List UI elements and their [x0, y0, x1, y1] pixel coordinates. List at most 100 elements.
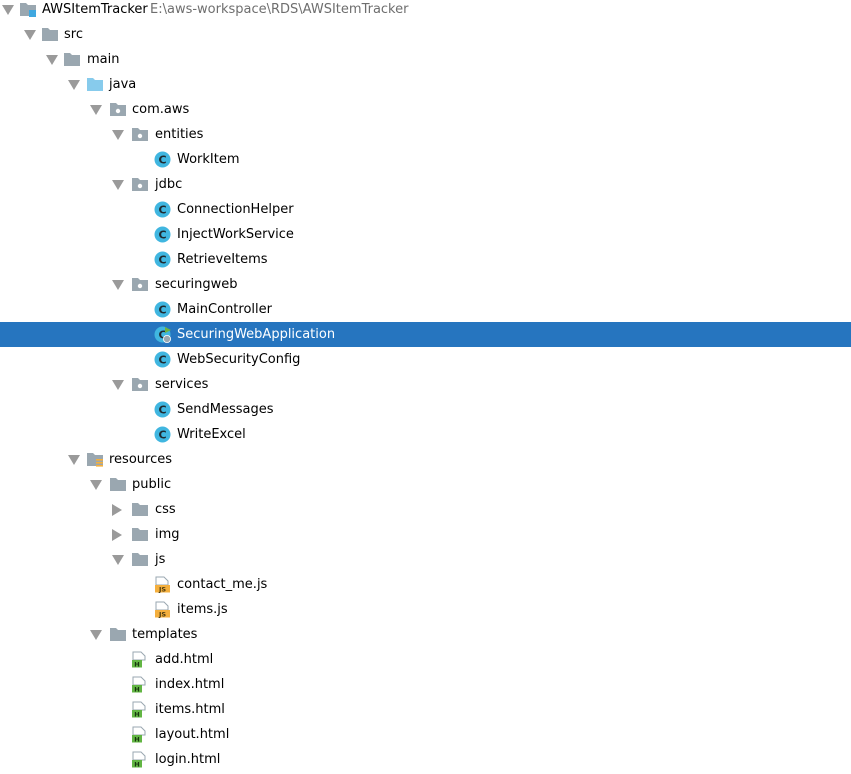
folder-icon: [131, 551, 149, 568]
svg-text:C: C: [158, 354, 166, 367]
resources-folder-icon: [86, 451, 104, 468]
expand-arrow-icon[interactable]: [2, 5, 14, 15]
tree-node[interactable]: C InjectWorkService: [0, 222, 851, 247]
collapse-arrow-icon[interactable]: [46, 55, 58, 65]
tree-node[interactable]: main: [0, 47, 851, 72]
collapse-arrow-icon[interactable]: [112, 280, 124, 290]
svg-text:C: C: [158, 404, 166, 417]
tree-node[interactable]: img: [0, 522, 851, 547]
tree-node[interactable]: js: [0, 547, 851, 572]
tree-node-label: services: [155, 377, 209, 392]
tree-node-label: SecuringWebApplication: [177, 327, 336, 342]
tree-node[interactable]: securingweb: [0, 272, 851, 297]
tree-node[interactable]: css: [0, 497, 851, 522]
expand-arrow-icon[interactable]: [112, 529, 122, 541]
project-module-icon: [19, 1, 37, 18]
collapse-arrow-icon[interactable]: [112, 130, 124, 140]
svg-text:H: H: [134, 685, 139, 693]
java-class-icon: C: [154, 251, 172, 268]
folder-icon: [41, 26, 59, 43]
collapse-arrow-icon[interactable]: [68, 80, 80, 90]
spring-boot-class-icon: C: [154, 326, 172, 343]
tree-node-label: jdbc: [155, 177, 183, 192]
folder-icon: [131, 526, 149, 543]
tree-node-label: index.html: [155, 677, 225, 692]
tree-node[interactable]: public: [0, 472, 851, 497]
tree-node-label: WorkItem: [177, 152, 240, 167]
tree-node-label: add.html: [155, 652, 214, 667]
tree-node-label: layout.html: [155, 727, 230, 742]
tree-node[interactable]: C WorkItem: [0, 147, 851, 172]
collapse-arrow-icon[interactable]: [112, 180, 124, 190]
tree-node[interactable]: resources: [0, 447, 851, 472]
svg-text:C: C: [158, 304, 166, 317]
tree-node[interactable]: C SecuringWebApplication: [0, 322, 851, 347]
java-class-icon: C: [154, 401, 172, 418]
tree-node-label: MainController: [177, 302, 272, 317]
collapse-arrow-icon[interactable]: [24, 30, 36, 40]
tree-node-label: InjectWorkService: [177, 227, 294, 242]
tree-node-label: templates: [132, 627, 198, 642]
collapse-arrow-icon[interactable]: [90, 630, 102, 640]
collapse-arrow-icon[interactable]: [112, 380, 124, 390]
collapse-arrow-icon[interactable]: [90, 480, 102, 490]
svg-text:H: H: [134, 760, 139, 768]
tree-node[interactable]: services: [0, 372, 851, 397]
java-class-icon: C: [154, 301, 172, 318]
tree-node-label: securingweb: [155, 277, 238, 292]
html-file-icon: H: [131, 651, 149, 668]
package-icon: [131, 276, 149, 293]
html-file-icon: H: [131, 676, 149, 693]
tree-node-label: resources: [109, 452, 173, 467]
svg-text:H: H: [134, 660, 139, 668]
tree-node-label: items.js: [177, 602, 228, 617]
html-file-icon: H: [131, 701, 149, 718]
svg-text:C: C: [158, 254, 166, 267]
tree-node-label: RetrieveItems: [177, 252, 268, 267]
tree-node[interactable]: templates: [0, 622, 851, 647]
tree-node[interactable]: java: [0, 72, 851, 97]
svg-text:JS: JS: [158, 585, 166, 593]
tree-node-project-root[interactable]: AWSItemTracker E:\aws-workspace\RDS\AWSI…: [0, 0, 851, 22]
tree-node-label: js: [155, 552, 166, 567]
java-class-icon: C: [154, 351, 172, 368]
tree-node[interactable]: JS items.js: [0, 597, 851, 622]
tree-node[interactable]: C SendMessages: [0, 397, 851, 422]
java-class-icon: C: [154, 426, 172, 443]
tree-node-label: SendMessages: [177, 402, 274, 417]
java-class-icon: C: [154, 151, 172, 168]
tree-node[interactable]: JS contact_me.js: [0, 572, 851, 597]
collapse-arrow-icon[interactable]: [112, 555, 124, 565]
collapse-arrow-icon[interactable]: [68, 455, 80, 465]
tree-node[interactable]: entities: [0, 122, 851, 147]
svg-text:C: C: [158, 329, 166, 342]
project-path: E:\aws-workspace\RDS\AWSItemTracker: [150, 2, 409, 17]
tree-node[interactable]: jdbc: [0, 172, 851, 197]
java-class-icon: C: [154, 226, 172, 243]
tree-node-label: items.html: [155, 702, 225, 717]
folder-icon: [63, 51, 81, 68]
tree-node[interactable]: C WriteExcel: [0, 422, 851, 447]
tree-node-label: ConnectionHelper: [177, 202, 294, 217]
tree-node-label: WriteExcel: [177, 427, 246, 442]
package-icon: [131, 176, 149, 193]
tree-node-label: contact_me.js: [177, 577, 268, 592]
collapse-arrow-icon[interactable]: [90, 105, 102, 115]
tree-node-label: java: [109, 77, 137, 92]
tree-node[interactable]: src: [0, 22, 851, 47]
js-file-icon: JS: [154, 601, 172, 618]
tree-node[interactable]: C MainController: [0, 297, 851, 322]
tree-node[interactable]: C RetrieveItems: [0, 247, 851, 272]
package-icon: [109, 101, 127, 118]
expand-arrow-icon[interactable]: [112, 504, 122, 516]
folder-icon: [131, 501, 149, 518]
tree-node[interactable]: com.aws: [0, 97, 851, 122]
tree-node-label: com.aws: [132, 102, 190, 117]
